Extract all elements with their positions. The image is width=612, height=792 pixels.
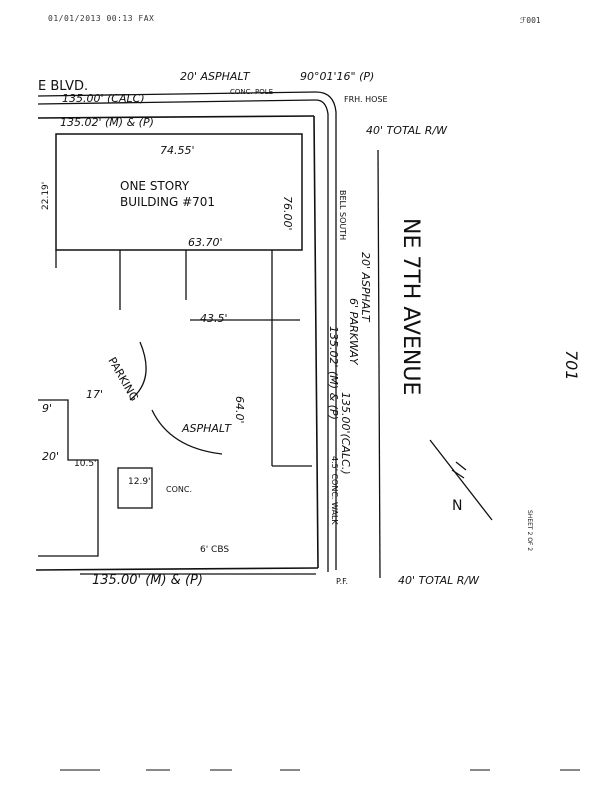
frh-hose-label: FRH. HOSE bbox=[344, 95, 388, 104]
north-arrow-label: N bbox=[452, 498, 462, 514]
top-dist-mp: 135.02' (M) & (P) bbox=[60, 116, 154, 129]
building-width: 74.55' bbox=[160, 144, 195, 157]
pf-label: P.F. bbox=[336, 577, 348, 586]
building-rear-width: 63.70' bbox=[188, 236, 223, 249]
building-left-dim: 22.19' bbox=[41, 182, 51, 210]
side-conc-walk: 4.5' CONC. WALK bbox=[330, 456, 339, 525]
note-701: 701 bbox=[562, 350, 581, 381]
dim-105: 10.5' bbox=[74, 459, 97, 469]
bell-south-label: BELL SOUTH bbox=[338, 190, 347, 240]
property-right-line bbox=[313, 115, 319, 569]
top-total-row: 40' TOTAL R/W bbox=[366, 124, 448, 137]
cbs-label: 6' CBS bbox=[200, 545, 229, 555]
top-angle-label: 90°01'16" (P) bbox=[300, 70, 374, 83]
north-arrow-line bbox=[429, 439, 493, 521]
sheet-note: SHEET 2 OF 2 bbox=[526, 510, 533, 551]
top-asphalt-label: 20' ASPHALT bbox=[180, 70, 251, 83]
building-label-2: BUILDING #701 bbox=[120, 195, 215, 209]
top-street-line-2 bbox=[37, 99, 317, 105]
asphalt-curve bbox=[151, 409, 223, 455]
conc-pad bbox=[117, 467, 153, 509]
property-bottom-line bbox=[35, 567, 319, 571]
corner-curve-2 bbox=[315, 99, 329, 572]
page-id: ℱ001 bbox=[520, 16, 541, 25]
dim-129: 12.9' bbox=[128, 477, 151, 487]
side-dist-mp: 135.02' (M) & (P) bbox=[327, 326, 340, 420]
side-street-name: NE 7TH AVENUE bbox=[398, 218, 423, 395]
top-street-line bbox=[37, 91, 317, 97]
property-top-line bbox=[37, 115, 315, 119]
side-asphalt: 20' ASPHALT bbox=[359, 252, 372, 323]
side-street-line bbox=[377, 149, 381, 579]
asphalt-label: ASPHALT bbox=[181, 422, 232, 435]
conc-pole-label: CONC. POLE bbox=[230, 88, 273, 96]
left-lower-outline bbox=[38, 399, 99, 557]
lot-width: 43.5' bbox=[200, 312, 228, 325]
building-depth: 76.00' bbox=[281, 196, 294, 231]
dim-17: 17' bbox=[86, 388, 103, 401]
bottom-dist-mp: 135.00' (M) & (P) bbox=[92, 573, 203, 588]
parking-label: PARKING bbox=[105, 355, 140, 403]
top-dist-calc: 135.00' (CALC) bbox=[62, 92, 145, 105]
corner-curve bbox=[315, 91, 337, 570]
lot-depth: 64.0' bbox=[233, 396, 246, 424]
bottom-total-row: 40' TOTAL R/W bbox=[398, 574, 480, 587]
dim-20: 20' bbox=[42, 450, 59, 463]
north-arrow-tick bbox=[451, 461, 467, 479]
conc-label: CONC. bbox=[166, 485, 192, 494]
top-street-name: E BLVD. bbox=[38, 79, 88, 94]
dim-9: 9' bbox=[42, 402, 52, 415]
building-outline bbox=[55, 133, 303, 251]
side-parkway: 6' PARKWAY bbox=[347, 298, 360, 366]
side-dist-calc: 135.00'(CALC.) bbox=[339, 392, 352, 475]
parking-curve bbox=[129, 341, 147, 401]
building-label-1: ONE STORY bbox=[120, 179, 190, 193]
fax-header: 01/01/2013 00:13 FAX bbox=[48, 14, 155, 23]
